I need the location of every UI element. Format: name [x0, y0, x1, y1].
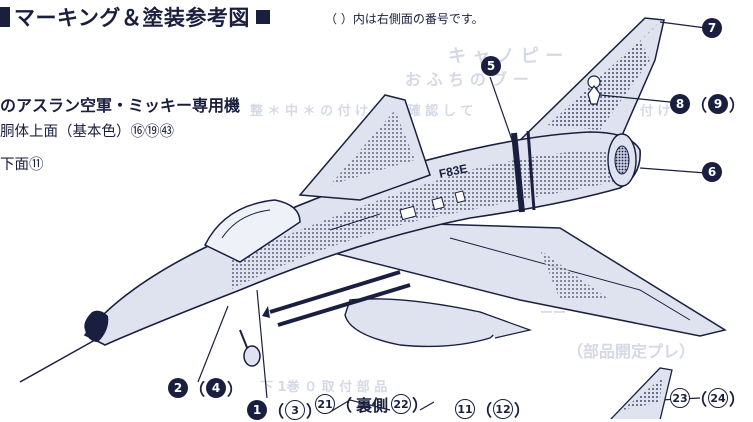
callout-1-3: 1 （ 3 ） [247, 398, 323, 422]
leader-lines [197, 21, 707, 413]
callout-6: 6 [702, 162, 722, 182]
left-wing [298, 94, 431, 201]
background-text: お ふ ち の ブ ー [405, 70, 529, 89]
background-text: 整 ＊ 中 ＊ の 付 け 方 を 確 認 し て [250, 104, 474, 119]
vertical-tail [508, 17, 665, 161]
page-title: マーキング＆塗装参考図 [0, 2, 270, 32]
callout-23-24: 23 （ 24 ） [670, 386, 746, 410]
callout-number-right: 12 [493, 399, 514, 419]
callout-2-4: 2 （ 4 ） [168, 376, 244, 400]
background-text: キ ャ ノ ピ ー [448, 46, 564, 67]
callout-number: 1 [247, 400, 267, 420]
callout-number-right: 3 [285, 400, 306, 420]
callout-number: 7 [702, 18, 722, 38]
callout-21-22: 21 （ 裏側 22 ） [315, 392, 429, 416]
callout-8-9: 8 （ 9 ） [670, 92, 746, 116]
callout-number: 2 [168, 378, 188, 398]
header-note: （ ）内は右側面の番号です。 [325, 12, 484, 26]
callout-label: 裏側 [356, 396, 389, 415]
canopy [203, 199, 301, 263]
legend-upper-color: 胴体上面（基本色）⑯⑲㊸ [0, 124, 174, 140]
title-text: マーキング＆塗装参考図 [14, 6, 250, 30]
callout-number-right: 4 [206, 378, 227, 398]
tail-detail-view [610, 367, 673, 419]
callout-number: 11 [455, 399, 475, 419]
background-text: 付 け [640, 104, 671, 119]
missiles [262, 270, 411, 327]
drop-tank [344, 298, 533, 348]
callout-number: 5 [481, 56, 501, 76]
legend-lower-color: 下面⑪ [0, 157, 44, 173]
serial-marking: F83E [438, 161, 469, 181]
callout-11-12: 11 （ 12 ） [455, 397, 531, 421]
fuselage [19, 130, 641, 383]
right-wing [328, 221, 727, 337]
background-text: 下 1巻 ０ 取 付 部 品 [260, 380, 388, 395]
callout-5: 5 [481, 56, 501, 76]
callout-number-right: 9 [708, 94, 729, 114]
callout-number-right: 22 [391, 394, 412, 414]
callout-number-right: 24 [708, 388, 729, 408]
background-text: （部品開定プレ） [567, 342, 696, 361]
title-marker [0, 7, 10, 27]
background-text: ーー [540, 306, 567, 321]
callout-7: 7 [702, 18, 722, 38]
callout-number: 8 [670, 94, 690, 114]
callout-number: 6 [702, 162, 722, 182]
legend-aircraft-name: のアスラン空軍・ミッキー専用機 [0, 96, 241, 115]
callout-number: 21 [315, 394, 335, 414]
title-marker [255, 10, 270, 24]
callout-number: 23 [670, 388, 690, 408]
landing-gear [239, 329, 261, 367]
